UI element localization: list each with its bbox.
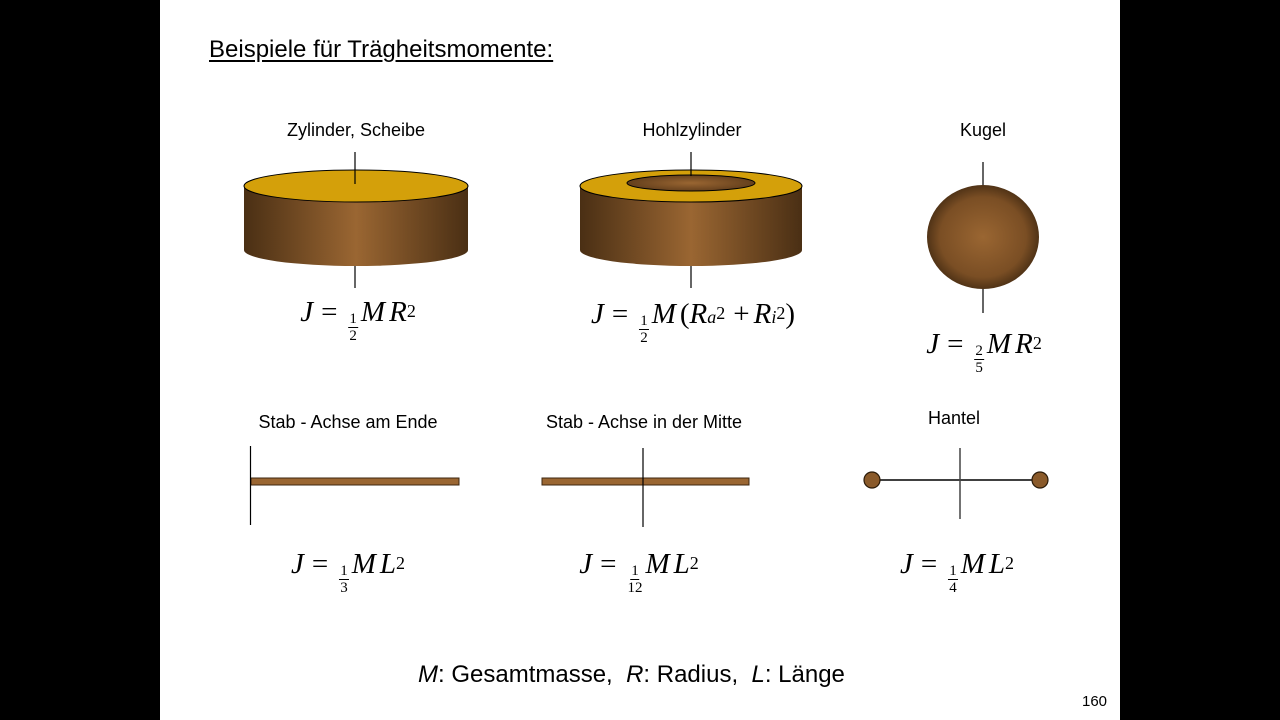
label-rod-axis-end: Stab - Achse am Ende bbox=[258, 412, 438, 432]
label-hollow-cylinder: Hohlzylinder bbox=[642, 120, 742, 140]
label-dumbbell: Hantel bbox=[927, 408, 981, 428]
slide-title: Beispiele für Trägheitsmomente: bbox=[209, 36, 554, 63]
sphere-figure bbox=[927, 162, 1039, 313]
label-sphere: Kugel bbox=[959, 120, 1007, 140]
dumbbell-figure bbox=[863, 448, 1049, 519]
solid-cylinder-figure bbox=[243, 152, 469, 288]
page-number: 160 bbox=[1082, 693, 1108, 710]
variable-legend: M: Gesamtmasse, R: Radius, L: Länge bbox=[418, 661, 845, 688]
rod-axis-end-figure bbox=[249, 446, 460, 525]
slide: Beispiele für Trägheitsmomente: bbox=[160, 0, 1120, 720]
hollow-cylinder-figure bbox=[579, 152, 803, 288]
rod-axis-center-figure bbox=[541, 448, 750, 527]
label-solid-cylinder: Zylinder, Scheibe bbox=[286, 120, 426, 140]
figures-canvas bbox=[243, 152, 1049, 527]
label-rod-axis-center: Stab - Achse in der Mitte bbox=[545, 412, 743, 432]
